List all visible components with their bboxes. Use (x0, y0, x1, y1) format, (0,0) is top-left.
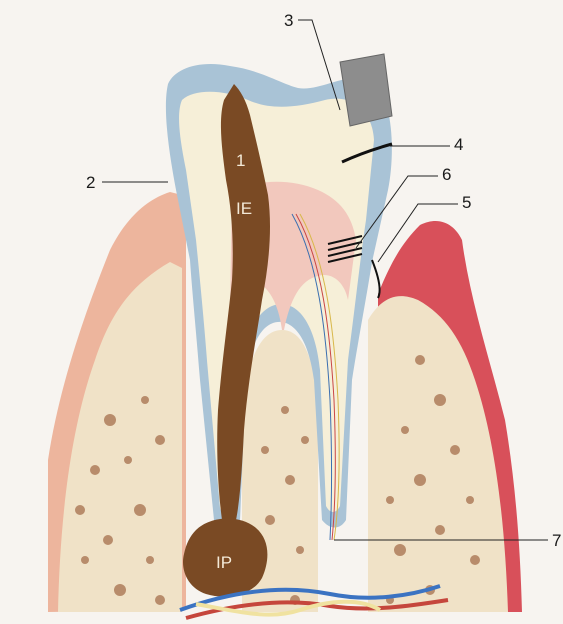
callout-6: 6 (442, 165, 451, 184)
callout-3: 3 (284, 11, 293, 30)
region-IE-label: IE (236, 199, 252, 218)
gum-pocket (372, 260, 380, 298)
right-bone (368, 296, 508, 612)
region-IP-label: IP (216, 553, 232, 572)
region-1-label: 1 (236, 151, 245, 170)
callout-7: 7 (552, 531, 561, 550)
callout-2: 2 (86, 173, 95, 192)
callout-5: 5 (462, 193, 471, 212)
callout-4: 4 (454, 135, 463, 154)
